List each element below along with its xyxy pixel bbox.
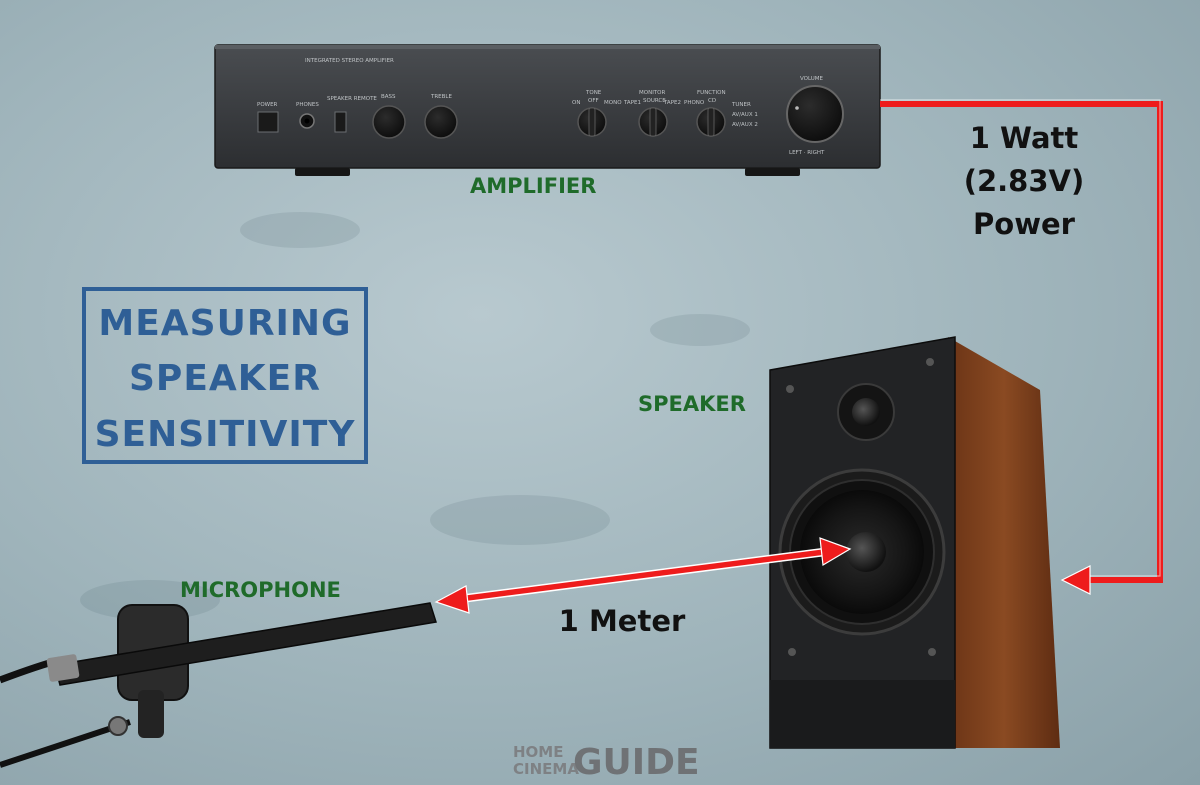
speaker-screw (928, 648, 936, 656)
power-label-line3: Power (973, 207, 1076, 241)
speaker-remote-switch[interactable] (334, 111, 347, 133)
speaker-screw (788, 648, 796, 656)
distance-arrow-head-right (819, 537, 852, 566)
volume-label: VOLUME (800, 76, 824, 82)
power-cable-outline (880, 99, 1161, 577)
phones-label: PHONES (296, 102, 319, 108)
balance-label: LEFT · RIGHT (789, 150, 825, 156)
title-stamp: MEASURING SPEAKER SENSITIVITY (82, 287, 368, 464)
power-label-line1: 1 Watt (970, 121, 1079, 155)
tone-off-label: OFF (588, 98, 599, 104)
function-tuner-label: TUNER (731, 102, 751, 108)
title-stamp-line1: MEASURING (98, 303, 351, 344)
function-aux1-label: AV/AUX 1 (732, 112, 758, 118)
home-cinema-guide-logo: HOME CINEMA GUIDE (513, 742, 700, 783)
tone-mono-label: MONO (604, 100, 622, 106)
speaker-label: SPEAKER (638, 392, 746, 416)
function-label: FUNCTION (697, 90, 726, 96)
function-phono-label: PHONO (684, 100, 705, 106)
power-label: POWER (257, 102, 278, 108)
speaker-wood-side (948, 337, 1060, 748)
amplifier-top-edge (215, 45, 880, 49)
tone-knob-pointer (588, 107, 596, 137)
volume-knob-indicator (795, 106, 799, 110)
monitor-source-label: SOURCE (643, 98, 666, 104)
tone-label: TONE (585, 90, 602, 96)
power-button[interactable] (257, 111, 279, 133)
amplifier-foot-left (295, 168, 350, 176)
logo-guide-text: GUIDE (573, 742, 700, 783)
woofer-dust-cap (846, 532, 886, 572)
distance-label: 1 Meter (559, 604, 686, 638)
microphone-assembly (0, 602, 437, 768)
bass-label: BASS (381, 94, 396, 100)
treble-knob[interactable] (424, 105, 458, 139)
mic-clip-screw (108, 716, 128, 736)
power-arrow-head (1060, 565, 1091, 595)
amplifier-unit: INTEGRATED STEREO AMPLIFIER POWER PHONES… (214, 44, 881, 176)
volume-knob[interactable] (786, 85, 844, 143)
mic-stand-boom (0, 719, 131, 768)
logo-home-text: HOME (513, 743, 563, 761)
phones-jack-hole (304, 118, 310, 124)
amplifier-label: AMPLIFIER (470, 174, 596, 198)
microphone-label: MICROPHONE (180, 578, 341, 602)
background-texture (80, 212, 750, 620)
tweeter-dome (852, 398, 880, 426)
monitor-label: MONITOR (639, 90, 665, 96)
distance-arrow-head-left (434, 585, 470, 614)
speaker-remote-label: SPEAKER REMOTE (327, 96, 377, 102)
function-knob-pointer (707, 107, 715, 137)
speaker-screw (786, 385, 794, 393)
monitor-tape2-label: TAPE2 (663, 100, 681, 106)
bass-knob[interactable] (372, 105, 406, 139)
title-stamp-border (82, 287, 368, 464)
speaker-cabinet (769, 336, 1060, 749)
amplifier-foot-right (745, 168, 800, 176)
monitor-knob-pointer (649, 107, 657, 137)
treble-label: TREBLE (430, 94, 452, 100)
power-label-line2: (2.83V) (964, 164, 1085, 198)
mic-clip (138, 690, 164, 738)
tone-on-label: ON (572, 100, 580, 106)
speaker-bottom-panel (770, 680, 955, 748)
distance-arrow-line (451, 548, 833, 603)
function-aux2-label: AV/AUX 2 (732, 122, 758, 128)
logo-cinema-text: CINEMA (513, 760, 579, 778)
amplifier-header-text: INTEGRATED STEREO AMPLIFIER (305, 58, 394, 64)
speaker-screw (926, 358, 934, 366)
mic-connector (46, 654, 80, 682)
title-stamp-line3: SENSITIVITY (95, 414, 356, 455)
title-stamp-line2: SPEAKER (129, 358, 321, 399)
monitor-tape1-label: TAPE1 (623, 100, 641, 106)
function-cd-label: CD (708, 98, 716, 104)
